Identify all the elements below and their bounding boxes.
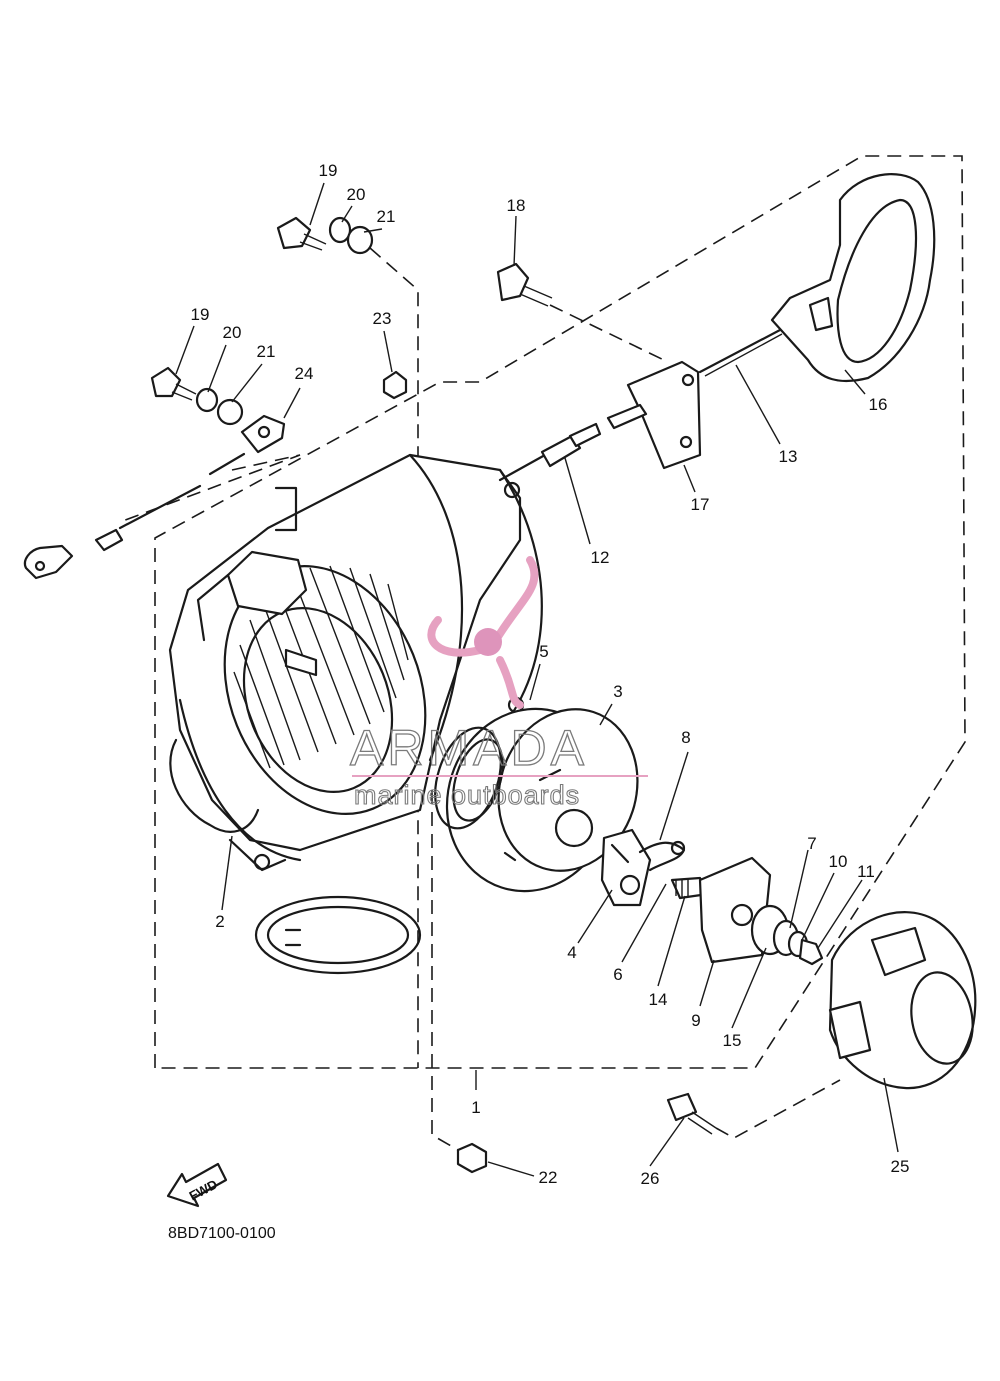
- leader-cable-clamp: [119, 454, 301, 523]
- callout-12: 12: [591, 548, 610, 567]
- pawl-spring: [638, 840, 686, 872]
- callout-20-left: 20: [223, 323, 242, 342]
- leader-25-26: [715, 1079, 841, 1139]
- callout-24: 24: [295, 364, 314, 383]
- callout-labels: 1 2 3 4 5 6 7 8 9 10 11 12 13 14 15 16 1…: [191, 161, 910, 1188]
- starter-pulley: [828, 911, 977, 1090]
- nut-23: [382, 370, 408, 400]
- starter-handle: [770, 173, 936, 382]
- callout-2: 2: [215, 912, 224, 931]
- callout-16: 16: [869, 395, 888, 414]
- callout-10: 10: [829, 852, 848, 871]
- cable-clamp: [23, 414, 286, 580]
- fwd-arrow: FWD: [166, 1162, 228, 1208]
- rope-reel: [434, 707, 639, 893]
- callout-19-top: 19: [319, 161, 338, 180]
- callout-15: 15: [723, 1031, 742, 1050]
- callout-25: 25: [891, 1157, 910, 1176]
- armada-logo-hub: [474, 628, 502, 656]
- leader-lines: [175, 182, 899, 1177]
- gasket: [169, 738, 260, 833]
- leader-18-to-bracket: [549, 304, 669, 363]
- callout-21-top: 21: [377, 207, 396, 226]
- callout-14: 14: [649, 990, 668, 1009]
- seal-ring: [254, 895, 422, 975]
- callout-20-top: 20: [347, 185, 366, 204]
- nut-22: [456, 1142, 488, 1174]
- callout-4: 4: [567, 943, 576, 962]
- callout-11: 11: [857, 862, 875, 881]
- callout-22: 22: [539, 1168, 558, 1187]
- callout-5: 5: [539, 642, 548, 661]
- callout-6: 6: [613, 965, 622, 984]
- armada-logo-mark: [427, 556, 539, 709]
- assembly-boundary: [154, 155, 966, 1069]
- callout-18: 18: [507, 196, 526, 215]
- callout-23: 23: [373, 309, 392, 328]
- bolt-26: [666, 1092, 717, 1135]
- callout-17: 17: [691, 495, 710, 514]
- armada-watermark: ARMADA marine outboards: [349, 556, 648, 811]
- callout-7: 7: [807, 834, 816, 853]
- cable-bracket: [606, 360, 702, 470]
- callout-26: 26: [641, 1169, 660, 1188]
- fasteners-left: [150, 366, 244, 426]
- drive-pawl: [600, 828, 652, 907]
- fasteners-top: [276, 216, 374, 255]
- watermark-tagline: marine outboards: [354, 780, 580, 810]
- leader-22: [431, 790, 459, 1151]
- callout-3: 3: [613, 682, 622, 701]
- diagram-code: 8BD7100-0100: [168, 1225, 276, 1242]
- callout-19-left: 19: [191, 305, 210, 324]
- bolt-18: [496, 262, 553, 307]
- callout-8: 8: [681, 728, 690, 747]
- callout-1: 1: [471, 1098, 480, 1117]
- callout-13: 13: [779, 447, 798, 466]
- callout-21-left: 21: [257, 342, 276, 361]
- starter-rope-and-cable: [498, 328, 783, 482]
- watermark-brand: ARMADA: [350, 720, 588, 776]
- callout-9: 9: [691, 1011, 700, 1030]
